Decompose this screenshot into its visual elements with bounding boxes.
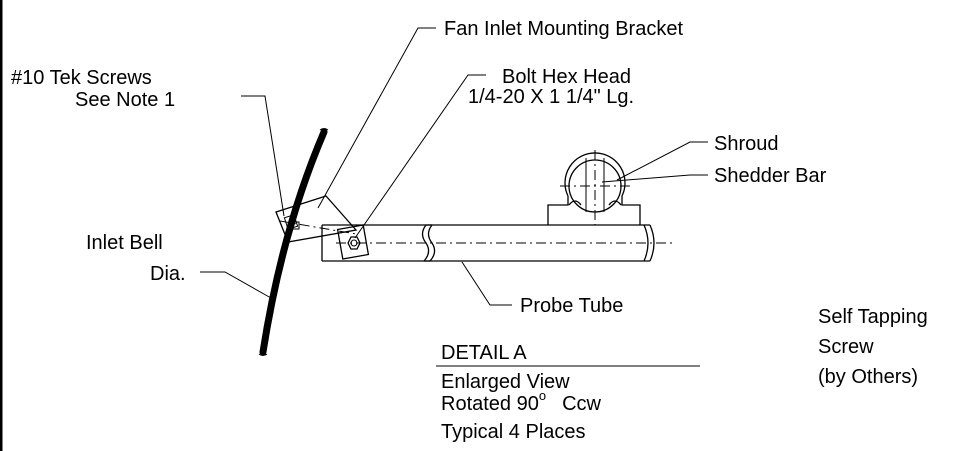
inlet-bell-bottom-tip [258,353,268,356]
label-shroud: Shroud [714,133,779,155]
detail-line1: Enlarged View [441,371,570,393]
leader-lines [200,27,708,306]
label-self-tapping-line1: Self Tapping [818,306,928,328]
label-inlet-bell-line1: Inlet Bell [86,232,163,254]
detail-title: DETAIL A [441,342,527,364]
detail-line2: Rotated 90o Ccw [441,388,602,415]
label-self-tapping-line3: (by Others) [818,366,918,388]
detail-line2-suffix: Ccw [562,393,601,415]
detail-line2-text: Rotated 90 [441,393,539,415]
label-tek-screws-line2: See Note 1 [75,89,175,111]
label-bolt-line1: Bolt Hex Head [502,66,631,88]
label-shedder-bar: Shedder Bar [714,165,827,187]
label-fan-inlet-bracket: Fan Inlet Mounting Bracket [444,18,683,40]
probe-tube [321,224,676,262]
label-bolt-line2: 1/4-20 X 1 1/4" Lg. [468,86,634,108]
label-inlet-bell-line2: Dia. [150,263,186,285]
inlet-bell-top-tip [319,128,329,131]
label-probe-tube: Probe Tube [520,295,623,317]
detail-line3: Typical 4 Places [441,421,586,443]
detail-line2-degree: o [539,388,546,403]
fan-inlet-mounting-bracket [275,195,358,243]
label-tek-screws-line1: #10 Tek Screws [11,67,152,89]
inlet-bell-wall [259,128,328,356]
label-self-tapping-line2: Screw [818,336,874,358]
shroud-assembly [547,150,641,225]
